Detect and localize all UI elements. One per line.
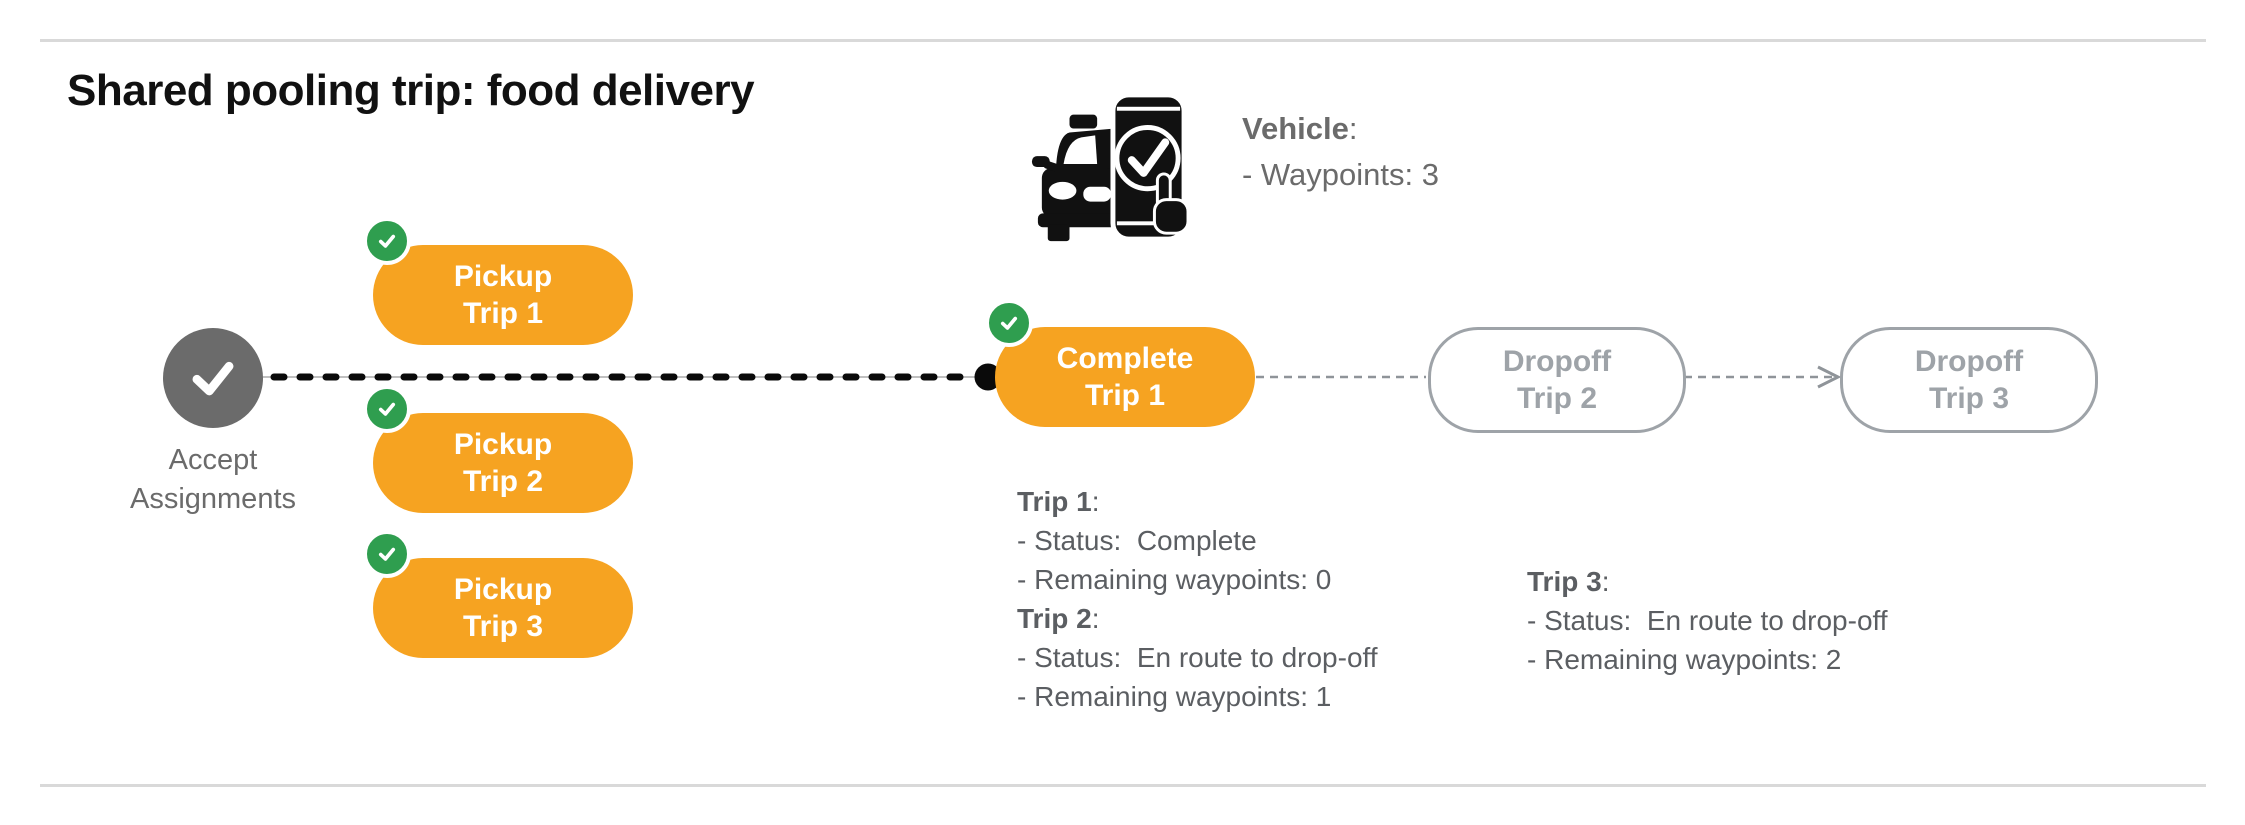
node-complete-trip-1: Complete Trip 1 xyxy=(985,299,1255,427)
vehicle-info: Vehicle: - Waypoints: 3 xyxy=(1242,106,1439,198)
node-pickup-trip-1: Pickup Trip 1 xyxy=(363,217,633,345)
trip-2-heading: Trip 2: xyxy=(1017,603,1100,634)
node-pickup-trip-3: Pickup Trip 3 xyxy=(363,530,633,658)
trip-3-waypoints: - Remaining waypoints: 2 xyxy=(1527,644,1842,675)
trip-1-waypoints: - Remaining waypoints: 0 xyxy=(1017,564,1332,595)
trip-2-waypoints: - Remaining waypoints: 1 xyxy=(1017,681,1332,712)
node-dropoff-trip-2: Dropoff Trip 2 xyxy=(1428,327,1686,433)
page-title: Shared pooling trip: food delivery xyxy=(67,66,755,115)
check-badge xyxy=(985,299,1033,347)
check-icon xyxy=(378,547,396,561)
check-badge xyxy=(363,530,411,578)
trip-status-block-left: Trip 1: - Status: Complete - Remaining w… xyxy=(1017,482,1378,716)
trip-3-heading: Trip 3: xyxy=(1527,566,1610,597)
check-icon xyxy=(378,234,396,248)
trip-status-block-right: Trip 3: - Status: En route to drop-off -… xyxy=(1527,562,1888,679)
top-divider xyxy=(40,39,2206,42)
vehicle-waypoints: - Waypoints: 3 xyxy=(1242,157,1439,192)
node-dropoff-trip-3: Dropoff Trip 3 xyxy=(1840,327,2098,433)
check-badge xyxy=(363,385,411,433)
car-phone-check-icon xyxy=(1031,92,1188,242)
check-icon xyxy=(192,361,234,396)
check-badge xyxy=(363,217,411,265)
bottom-divider xyxy=(40,784,2206,787)
accept-assignments-node xyxy=(163,328,263,428)
accept-assignments-label: Accept Assignments xyxy=(129,444,296,515)
arrowhead-icon xyxy=(1817,365,1842,389)
vehicle-label: Vehicle: xyxy=(1242,111,1358,146)
node-pickup-trip-2: Pickup Trip 2 xyxy=(363,385,633,513)
trip-1-status: - Status: Complete xyxy=(1017,525,1257,556)
trip-1-heading: Trip 1: xyxy=(1017,486,1100,517)
check-icon xyxy=(378,402,396,416)
trip-3-status: - Status: En route to drop-off xyxy=(1527,605,1888,636)
trip-2-status: - Status: En route to drop-off xyxy=(1017,642,1378,673)
check-icon xyxy=(1000,316,1018,330)
